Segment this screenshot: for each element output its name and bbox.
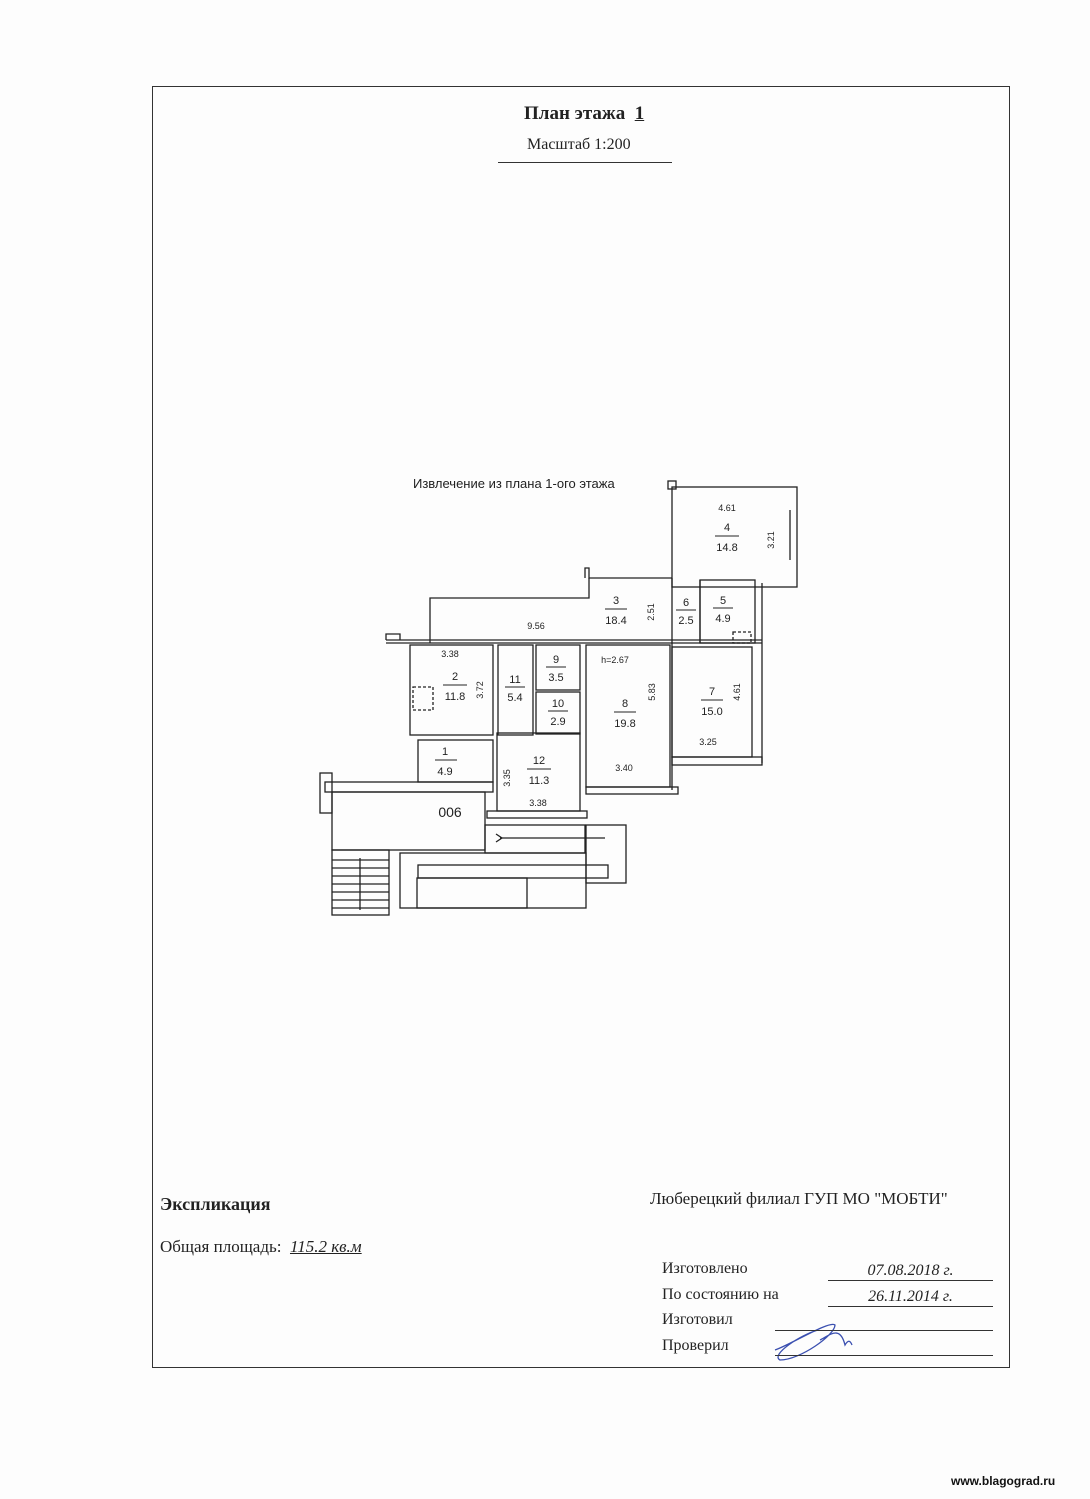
room-12-area: 11.3: [529, 775, 550, 787]
dim-r2-height: 3.72: [475, 681, 485, 699]
dim-r7-height: 4.61: [732, 683, 742, 701]
scale-underline: [498, 162, 672, 163]
room-10-area: 2.9: [550, 716, 565, 728]
room-9-number: 9: [553, 654, 559, 666]
room-7-number: 7: [709, 686, 715, 698]
checked-by-line: [775, 1355, 993, 1356]
title-text: План этажа: [524, 103, 626, 124]
dim-r4-height: 3.21: [766, 531, 776, 549]
room-11-area: 5.4: [507, 692, 522, 704]
room-labels: 1 4.9 2 11.8 3 18.4 4 14.8 5 4.9 6 2.5 7…: [435, 522, 739, 820]
state-as-of-date: 26.11.2014 г.: [828, 1288, 993, 1307]
total-area-label: Общая площадь:: [160, 1237, 282, 1256]
ceiling-height: h=2.67: [601, 655, 629, 665]
made-by-line: [775, 1330, 993, 1331]
room-8-area: 19.8: [614, 718, 635, 730]
room-2-number: 2: [452, 671, 458, 683]
dim-r3-length: 9.56: [527, 621, 545, 631]
room-1-number: 1: [442, 746, 448, 758]
room-2-area: 11.8: [445, 691, 466, 703]
walls: [319, 480, 798, 916]
room-10-number: 10: [552, 698, 564, 710]
total-area-value: 115.2 кв.м: [289, 1237, 362, 1256]
page-frame: [152, 86, 1010, 1368]
room-8-number: 8: [622, 698, 628, 710]
made-date: 07.08.2018 г.: [828, 1262, 993, 1281]
dim-r2-width: 3.38: [441, 649, 459, 659]
dim-r8-width: 3.40: [615, 763, 633, 773]
state-as-of-label: По состоянию на: [662, 1286, 779, 1303]
room-1-area: 4.9: [437, 766, 452, 778]
room-5-area: 4.9: [715, 613, 730, 625]
room-4-number: 4: [724, 522, 730, 534]
room-5-number: 5: [720, 595, 726, 607]
dim-r12-height: 3.35: [502, 769, 512, 787]
plan-caption: Извлечение из плана 1-ого этажа: [413, 476, 615, 491]
checked-by-label: Проверил: [662, 1337, 729, 1354]
dim-r7-width: 3.25: [699, 737, 717, 747]
made-label: Изготовлено: [662, 1260, 748, 1277]
explication-title: Экспликация: [160, 1194, 271, 1214]
signature-icon: [774, 1323, 853, 1361]
room-12-number: 12: [533, 755, 545, 767]
room-7-area: 15.0: [701, 706, 722, 718]
watermark: www.blagograd.ru: [951, 1474, 1056, 1488]
scale-label: Масштаб 1:200: [527, 136, 631, 153]
dim-r12-width: 3.38: [529, 798, 547, 808]
organization-name: Люберецкий филиал ГУП МО "МОБТИ": [650, 1189, 948, 1208]
room-6-area: 2.5: [678, 615, 693, 627]
room-9-area: 3.5: [548, 672, 563, 684]
page-title: План этажа 1: [524, 103, 644, 125]
dim-r3-width: 2.51: [646, 603, 656, 621]
room-3-area: 18.4: [605, 615, 626, 627]
total-area: Общая площадь: 115.2 кв.м: [160, 1237, 362, 1257]
room-3-number: 3: [613, 595, 619, 607]
dimension-labels: 4.61 3.21 9.56 2.51 3.38 3.72 h=2.67 5.8…: [441, 503, 776, 808]
corridor-label: 006: [438, 804, 462, 820]
room-11-number: 11: [509, 674, 520, 686]
dim-r4-width: 4.61: [718, 503, 736, 513]
made-by-label: Изготовил: [662, 1311, 733, 1328]
dim-r8-height: 5.83: [647, 683, 657, 701]
room-6-number: 6: [683, 597, 689, 609]
floor-number: 1: [634, 103, 645, 124]
room-4-area: 14.8: [716, 542, 737, 554]
